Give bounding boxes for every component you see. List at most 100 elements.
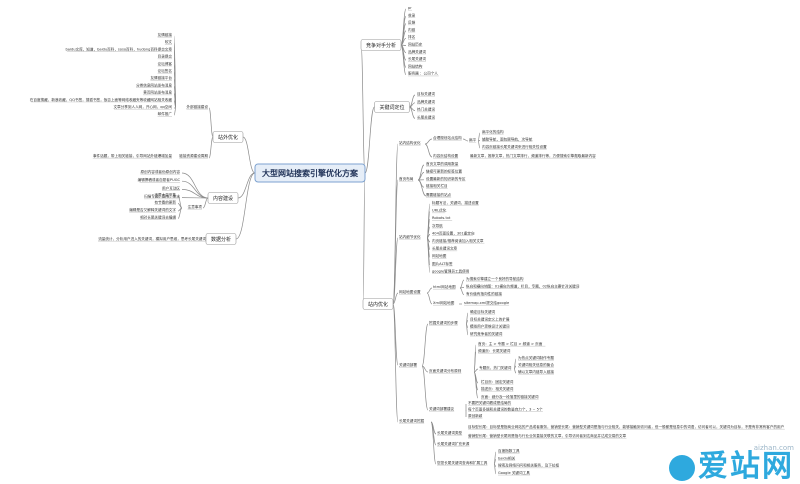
branch-competitor: 竞争对手分析 bbox=[366, 42, 396, 49]
longtail-tool-item: 百度指数工具 bbox=[498, 448, 520, 453]
branch-inside-box bbox=[362, 298, 394, 310]
link-line bbox=[426, 292, 433, 305]
competitor-item: pr bbox=[408, 6, 412, 10]
kw-col: 栏目页：固定关键词 bbox=[481, 379, 514, 384]
kw-dist: 页面关键词分布原则 bbox=[429, 368, 462, 373]
longtail-tool-item: 搜索及网络问问和相关服务，及下拉框 bbox=[498, 463, 559, 468]
kw-page: 页面：细分及一段落里的链接关键词 bbox=[481, 394, 539, 399]
content-note-item: 编辑是否又解释关键词的文字 bbox=[129, 207, 176, 212]
home-item: 设置最新的知识新的专区 bbox=[426, 176, 466, 181]
link-line bbox=[462, 138, 469, 142]
map-html: html网站地图 bbox=[433, 284, 456, 289]
link-line bbox=[177, 207, 183, 219]
outside-item: 分类信息网站发布消息 bbox=[136, 82, 172, 87]
kw-desc: 描述页：相关关键词 bbox=[481, 386, 514, 391]
map-html-item: 有价值有指向性的链接 bbox=[466, 291, 502, 296]
outside-item: 软文 bbox=[165, 39, 173, 44]
link-line bbox=[181, 172, 209, 199]
branch-analytics: 数据分析 bbox=[211, 236, 231, 243]
branch-keyword: 关键词定位 bbox=[379, 104, 404, 111]
outside-cycle-label: 链接资源建设周期 bbox=[179, 153, 208, 158]
home-item: 链接可更新的标签位置 bbox=[426, 168, 462, 173]
root-node-box bbox=[254, 163, 366, 183]
detail-label: 站内细节优化 bbox=[399, 234, 421, 239]
kw-topic-item: 关键词相关信息的聚合 bbox=[518, 362, 554, 367]
map-html-item: 纵向和横向地图：01横向为频道，栏目，专题，02纵向主要针对关键词 bbox=[466, 283, 580, 288]
branch-analytics-box bbox=[205, 233, 237, 245]
competitor-item: 收录 bbox=[408, 12, 416, 17]
link-line bbox=[208, 136, 214, 159]
longtail-tool-item: baidu相关 bbox=[498, 455, 516, 460]
content-item: 编辑撰稿或者自愿者PUGC bbox=[138, 177, 181, 182]
kw-dist-item: 频道页：长尾关键词 bbox=[478, 348, 511, 353]
kw-topic: 专题页，热门关键词 bbox=[479, 365, 512, 370]
link-line bbox=[364, 106, 375, 174]
logo-text-label: 爱站网 bbox=[698, 449, 794, 484]
kw-step-item: 模拟用户思维设计关键词 bbox=[470, 324, 510, 329]
content-note-item: 不要大量采集 bbox=[154, 192, 176, 197]
link-line bbox=[493, 463, 497, 475]
link-line bbox=[208, 107, 214, 138]
link-line bbox=[392, 303, 399, 423]
kw-step-item: 确定目标关键词 bbox=[470, 309, 496, 314]
outside-item: 邮件推广 bbox=[158, 111, 173, 116]
outside-item: 论坛签名 bbox=[158, 68, 173, 73]
competitor-item: 品牌关键词 bbox=[408, 49, 426, 54]
outside-event-item: 事件话题，带上相关链接，引导网站外链爆增加量 bbox=[93, 153, 172, 158]
structure-tidy: 合理规划站点结构 bbox=[433, 135, 462, 140]
link-line bbox=[392, 292, 399, 305]
competitor-item: 内链 bbox=[408, 27, 416, 32]
home-item: 首页文章的调用数量 bbox=[426, 161, 459, 166]
detail-item: 内页链接/推荐阅读加入相关文章 bbox=[432, 238, 484, 243]
map-xml: Xml网站地图 bbox=[433, 300, 455, 305]
kw-watch: 关键词部署建议 bbox=[429, 406, 455, 411]
branch-keyword-box bbox=[374, 101, 410, 113]
outside-item: 论坛博客 bbox=[158, 61, 173, 66]
structure-content: 内容页结构设置 bbox=[433, 153, 459, 158]
analytics-text: 流量统计，分析用户进入的关键词，模拟用户思维，思考长尾关键词 bbox=[98, 236, 206, 241]
logo-mark-icon bbox=[669, 454, 695, 481]
longtail-tool-item: Google 关键词工具 bbox=[498, 470, 530, 475]
longtail-tools: 您您长尾关键词查询和扩展工具 bbox=[437, 460, 488, 465]
kw-label: 关键词部署 bbox=[399, 362, 417, 367]
keyword-item: 目标关键词 bbox=[417, 91, 435, 96]
home-label: 首页布局 bbox=[399, 176, 414, 181]
link-line bbox=[424, 138, 433, 145]
detail-item: 标题写法，关键词，描述设置 bbox=[432, 200, 479, 205]
longtail-type-a: 目标型长尾：目标型是指商业网站的产品或者服务，营销型长尾：营销型关键词是指与行业… bbox=[468, 424, 785, 429]
link-line bbox=[400, 44, 407, 76]
link-line bbox=[477, 132, 481, 142]
structure-flat-item: 扁平化的结构 bbox=[482, 129, 504, 134]
content-item: 扫描专题，图书，杂志 bbox=[144, 194, 180, 199]
structure-flat-item: 辅助导航，面包屑导航，次导航 bbox=[482, 137, 533, 142]
kw-watch-item: 不要把关键词看成是结局的 bbox=[468, 400, 512, 405]
link-line bbox=[424, 143, 433, 158]
detail-item: Robots.txt bbox=[432, 216, 451, 220]
link-line bbox=[421, 365, 429, 411]
detail-item: 图片ALT标签 bbox=[432, 261, 453, 266]
link-line bbox=[459, 279, 465, 289]
link-line bbox=[392, 303, 399, 366]
structure-label: 站内结构优化 bbox=[399, 140, 421, 145]
branch-outside-box bbox=[212, 131, 244, 143]
outside-item: baidu文库，知道，baidu百科，soso百科，hudong百科提交文章 bbox=[65, 46, 172, 51]
root-node-title: 大型网站搜索引擎优化方案 bbox=[262, 168, 359, 178]
detail-item: 次导航 bbox=[432, 223, 443, 228]
longtail-label: 长尾关键词挖掘 bbox=[399, 418, 425, 423]
longtail-type: 长尾关键词类型 bbox=[437, 430, 463, 435]
home-extra: 需要链接的站点 bbox=[426, 192, 452, 197]
kw-watch-item: 每个页面多能和关键词的数量自力个，3 ~ 5个 bbox=[468, 407, 543, 412]
detail-item: URL优化 bbox=[432, 208, 447, 213]
longtail-source: 长尾关键词扩充来源 bbox=[437, 441, 470, 446]
link-line bbox=[513, 368, 517, 374]
link-line bbox=[473, 371, 479, 399]
kw-topic-item: 辅以文章内链导入链接 bbox=[518, 369, 554, 374]
link-line bbox=[242, 136, 256, 174]
structure-flat: 扁平 bbox=[469, 137, 477, 142]
kw-step-item: 研究竞争者的关键词 bbox=[470, 331, 503, 336]
home-item: 链接相关栏目 bbox=[426, 183, 448, 188]
branch-outside: 站外优化 bbox=[218, 134, 238, 141]
link-line bbox=[421, 323, 429, 367]
map-xml-item: sitemap.xml提交给google bbox=[464, 300, 510, 305]
kw-steps: 挖掘关键词的步骤 bbox=[429, 320, 458, 325]
